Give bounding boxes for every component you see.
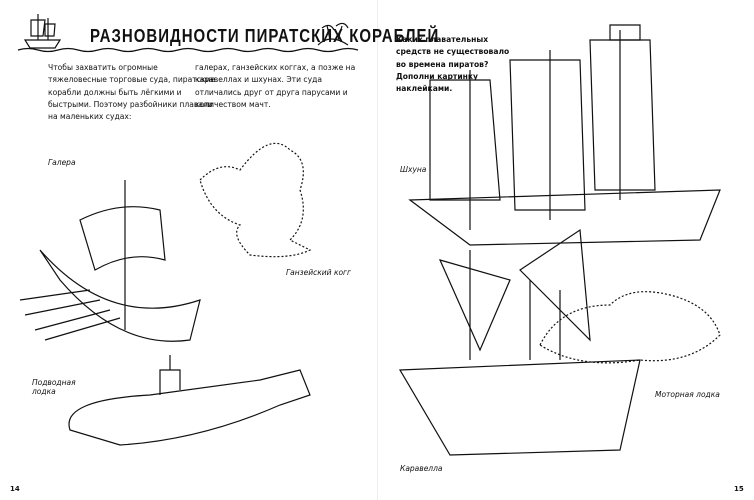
caravel-drawing bbox=[398, 228, 641, 456]
page-gutter bbox=[377, 0, 378, 500]
label-cog: Ганзейский когг bbox=[286, 268, 351, 277]
label-galley: Галера bbox=[48, 158, 76, 167]
label-schooner: Шхуна bbox=[400, 165, 427, 174]
submarine-drawing bbox=[68, 355, 311, 446]
header-island-icon bbox=[317, 22, 349, 46]
header-ship-icon bbox=[23, 14, 62, 49]
label-caravel: Каравелла bbox=[400, 464, 443, 473]
header-wave-line bbox=[17, 47, 359, 53]
label-submarine: Подводная лодка bbox=[32, 378, 76, 396]
question-text: Каких плавательных средств не существова… bbox=[396, 35, 510, 94]
galley-drawing bbox=[19, 180, 201, 342]
intro-text-col2: галерах, ганзейских коггах, а позже на к… bbox=[195, 63, 356, 109]
schooner-drawing bbox=[408, 24, 721, 246]
intro-text-col1: Чтобы захватить огромные тяжеловесные то… bbox=[48, 63, 216, 122]
label-motorboat: Моторная лодка bbox=[655, 390, 720, 399]
page-number-left: 14 bbox=[10, 485, 20, 493]
cog-outline-dotted bbox=[199, 142, 312, 258]
page-number-right: 15 bbox=[734, 485, 744, 493]
page-title: Разновидности пиратских кораблей bbox=[90, 26, 440, 47]
motorboat-outline-dotted bbox=[539, 291, 721, 364]
